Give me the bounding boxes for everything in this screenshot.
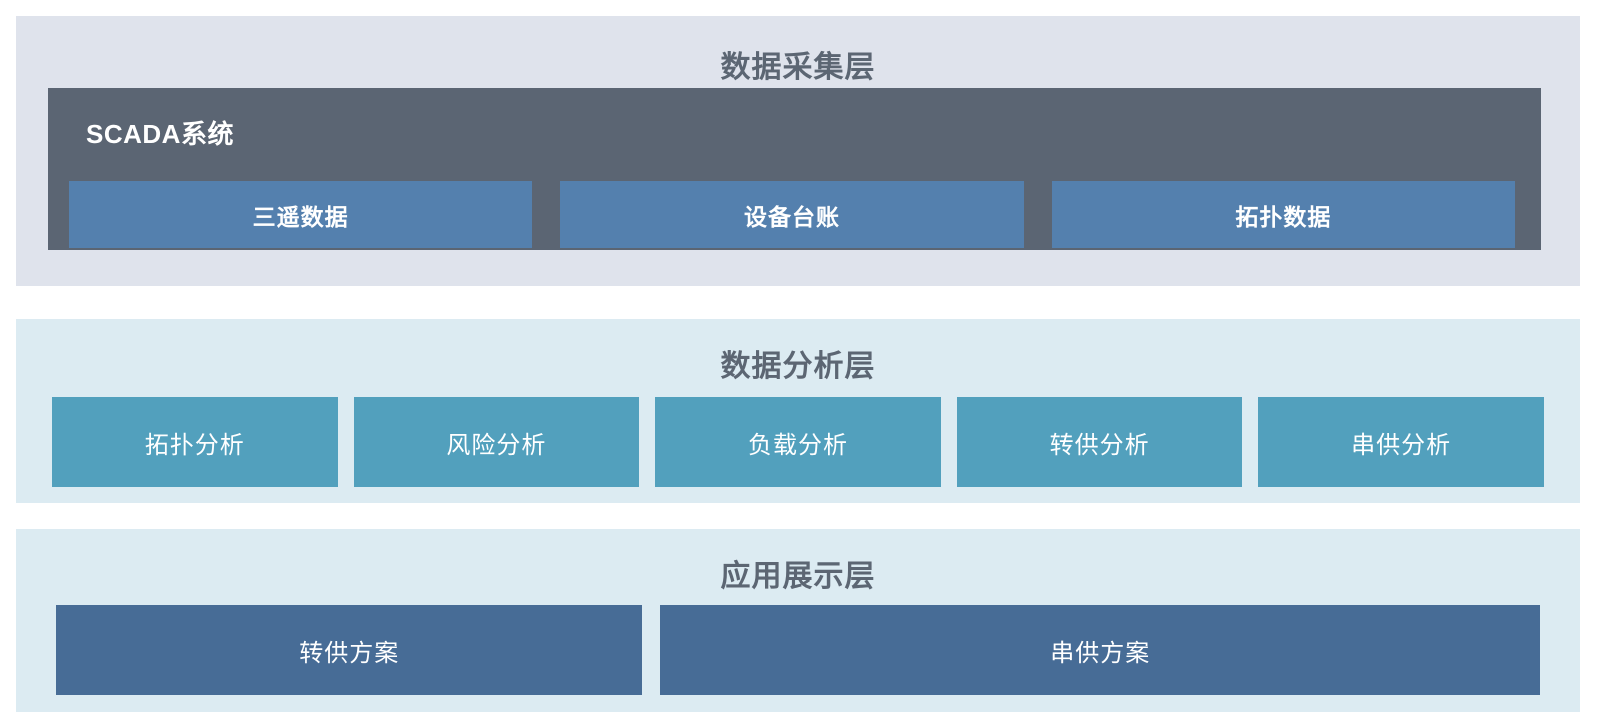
analysis-item-series-supply[interactable]: 串供分析 (1258, 397, 1544, 487)
scada-item-list: 三遥数据 设备台账 拓扑数据 (69, 181, 1515, 248)
layer-data-analysis: 数据分析层 拓扑分析 风险分析 负载分析 转供分析 串供分析 (16, 319, 1580, 503)
scada-system-box: SCADA系统 三遥数据 设备台账 拓扑数据 (48, 88, 1541, 250)
scada-item-equipment-ledger[interactable]: 设备台账 (560, 181, 1024, 248)
layer-application-title: 应用展示层 (720, 560, 876, 593)
scada-system-label: SCADA系统 (86, 119, 234, 149)
layer-analysis-title: 数据分析层 (720, 350, 876, 383)
analysis-item-transfer-supply[interactable]: 转供分析 (956, 397, 1243, 487)
scada-item-topology-data[interactable]: 拓扑数据 (1051, 181, 1515, 248)
layer-application-display: 应用展示层 转供方案 串供方案 (16, 529, 1580, 712)
analysis-item-list: 拓扑分析 风险分析 负载分析 转供分析 串供分析 (52, 397, 1544, 487)
analysis-item-risk[interactable]: 风险分析 (353, 397, 640, 487)
analysis-item-load[interactable]: 负载分析 (655, 397, 941, 487)
application-item-series-supply-plan[interactable]: 串供方案 (660, 605, 1540, 695)
application-item-list: 转供方案 串供方案 (56, 605, 1540, 695)
scada-item-telemetry[interactable]: 三遥数据 (69, 181, 533, 248)
application-item-transfer-supply-plan[interactable]: 转供方案 (56, 605, 643, 695)
layer-collection-title: 数据采集层 (720, 51, 876, 84)
analysis-item-topology[interactable]: 拓扑分析 (52, 397, 338, 487)
layer-data-collection: 数据采集层 SCADA系统 三遥数据 设备台账 拓扑数据 (16, 16, 1580, 286)
